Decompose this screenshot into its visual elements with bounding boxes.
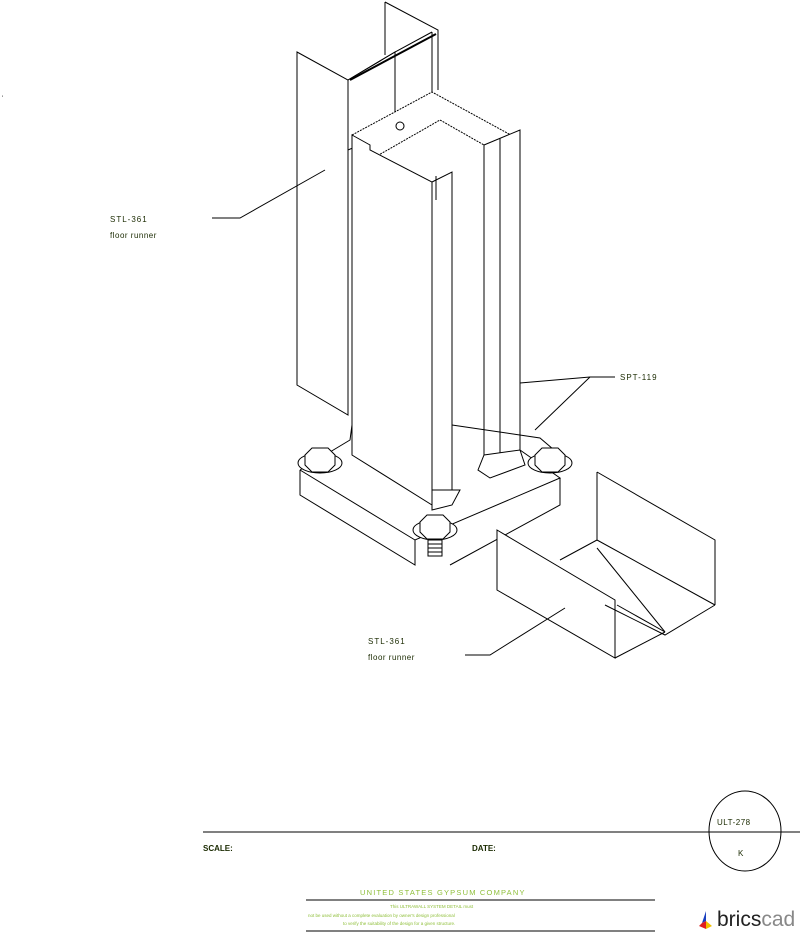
disclaimer-line: to verify the suitability of the design …: [343, 921, 456, 926]
disclaimer-line: This ULTRAWALL SYSTEM DETAIL must: [390, 904, 474, 909]
scale-label: SCALE:: [203, 844, 233, 853]
disclaimer-line: not be used without a complete evaluatio…: [308, 913, 455, 918]
logo-text: brics: [717, 908, 762, 931]
company-name: UNITED STATES GYPSUM COMPANY: [360, 888, 526, 897]
callout-code: STL-361: [110, 215, 148, 224]
right-stud: [477, 129, 526, 479]
sheet-letter: K: [738, 849, 745, 858]
bottom-floor-runner: [496, 471, 716, 659]
callout-code: SPT-119: [620, 373, 658, 382]
callout-desc: floor runner: [368, 653, 415, 662]
detail-number: ULT-278: [717, 818, 751, 827]
date-label: DATE:: [472, 844, 496, 853]
logo-text: cad: [761, 908, 796, 931]
detail-bubble: [708, 790, 782, 872]
bricscad-logo-icon: [699, 911, 712, 929]
front-stud: [351, 134, 461, 511]
svg-text:': ': [2, 96, 3, 102]
anchor-bolts: [297, 447, 573, 557]
callout-code: STL-361: [368, 637, 406, 646]
callout-desc: floor runner: [110, 231, 157, 240]
leader-lines: [212, 169, 615, 656]
